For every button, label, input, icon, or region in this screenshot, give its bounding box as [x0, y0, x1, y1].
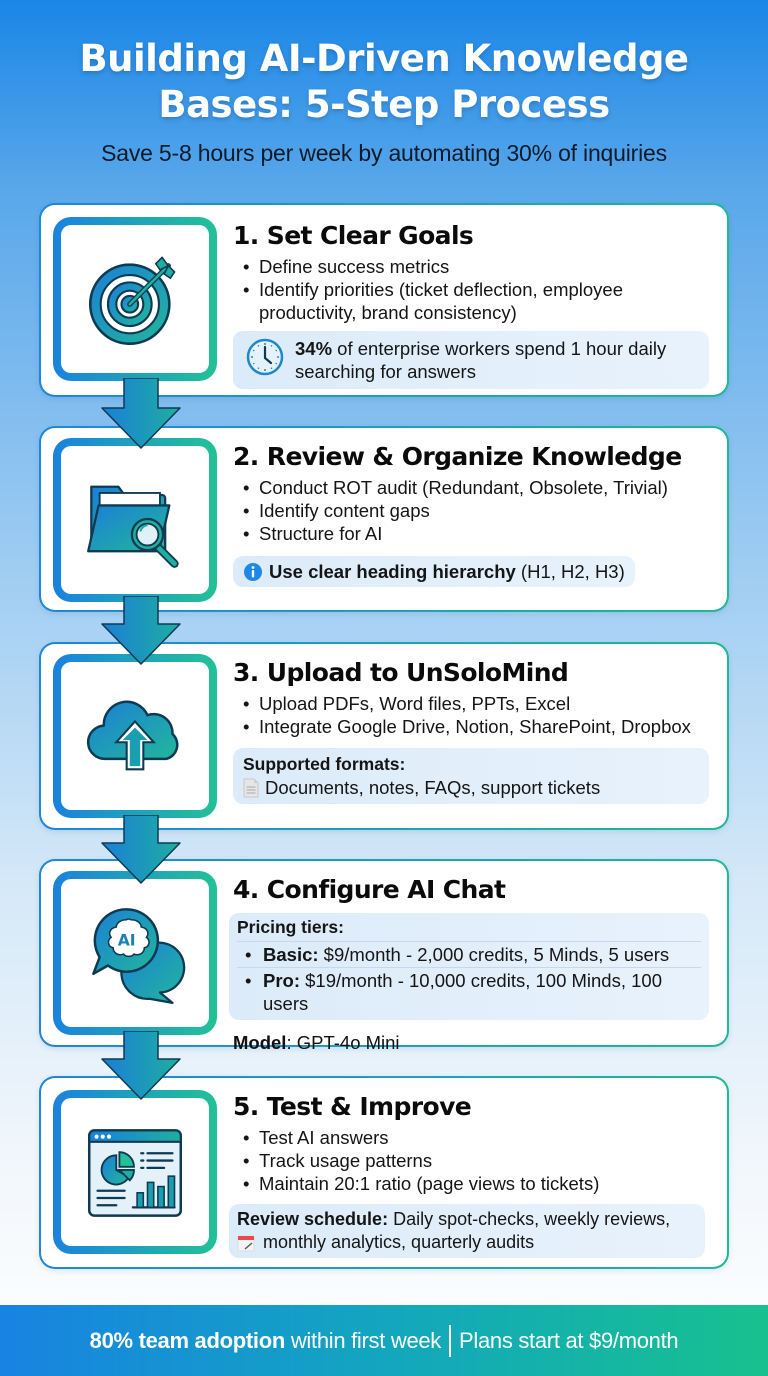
review-line-1: Review schedule: Daily spot-checks, week…: [237, 1208, 697, 1231]
review-text-1: Daily spot-checks, weekly reviews,: [388, 1209, 671, 1229]
footer-bold: 80% team adoption: [89, 1327, 286, 1353]
step-card-4: AI 4. Configure AI Chat Pricing tiers: B…: [39, 859, 729, 1053]
footer-divider: [449, 1324, 452, 1357]
cloud-upload-icon: [86, 700, 179, 771]
stat-text: 34% of enterprise workers spend 1 hour d…: [295, 337, 697, 383]
document-icon: [243, 778, 259, 797]
folder-search-icon: [87, 485, 179, 568]
bullet-item: Integrate Google Drive, Notion, SharePoi…: [233, 715, 709, 738]
tier-detail: $9/month - 2,000 credits, 5 Minds, 5 use…: [318, 944, 670, 965]
formats-callout: Supported formats: Documents, notes, FAQ…: [233, 748, 709, 804]
step-card-1: 1. Set Clear Goals Define success metric…: [39, 203, 729, 397]
flow-arrow-3-4: [101, 815, 181, 884]
step-title: 2. Review & Organize Knowledge: [233, 442, 682, 471]
ai-chat-icon: AI: [92, 908, 186, 1005]
tip-suffix: (H1, H2, H3): [515, 561, 625, 582]
svg-text:AI: AI: [118, 932, 136, 950]
stat-description: of enterprise workers spend 1 hour daily…: [295, 338, 667, 382]
stat-callout: 34% of enterprise workers spend 1 hour d…: [233, 331, 709, 389]
step-title: 5. Test & Improve: [233, 1092, 472, 1121]
model-value: : GPT-4o Mini: [286, 1032, 400, 1053]
step-3-icon-box: [53, 654, 217, 818]
bullet-item: Define success metrics: [233, 255, 709, 278]
review-line-2: monthly analytics, quarterly audits: [237, 1231, 697, 1254]
footer-stat: 80% team adoption within first week: [89, 1327, 442, 1354]
step-3-bullets: Upload PDFs, Word files, PPTs, Excel Int…: [233, 692, 709, 738]
bullet-item: Structure for AI: [233, 522, 709, 545]
flow-arrow-2-3: [101, 596, 181, 665]
clock-icon: [246, 338, 284, 376]
step-1-bullets: Define success metrics Identify prioriti…: [233, 255, 709, 324]
pricing-tier-basic: Basic: $9/month - 2,000 credits, 5 Minds…: [237, 941, 701, 967]
footer-pricing: Plans start at $9/month: [459, 1327, 679, 1353]
tier-name: Pro:: [263, 970, 300, 991]
pricing-callout: Pricing tiers: Basic: $9/month - 2,000 c…: [229, 913, 709, 1020]
bullet-item: Test AI answers: [233, 1126, 709, 1149]
tier-name: Basic:: [263, 944, 319, 965]
header: Building AI-Driven Knowledge Bases: 5-St…: [0, 36, 768, 167]
title-line-2: Bases: 5-Step Process: [158, 83, 610, 126]
review-label: Review schedule:: [237, 1209, 389, 1229]
bullet-item: Track usage patterns: [233, 1149, 709, 1172]
step-title: 1. Set Clear Goals: [233, 221, 474, 250]
bullet-item: Upload PDFs, Word files, PPTs, Excel: [233, 692, 709, 715]
analytics-dashboard-icon: [87, 1129, 183, 1217]
tip-bold: Use clear heading hierarchy: [269, 561, 516, 582]
pricing-label: Pricing tiers:: [237, 917, 344, 937]
step-5-icon-box: [53, 1090, 217, 1254]
tip-callout: Use clear heading hierarchy (H1, H2, H3): [233, 556, 635, 587]
step-card-2: 2. Review & Organize Knowledge Conduct R…: [39, 426, 729, 612]
review-text-2: monthly analytics, quarterly audits: [263, 1232, 535, 1252]
step-1-icon-box: [53, 217, 217, 381]
bullet-item: Identify content gaps: [233, 499, 709, 522]
model-line: Model: GPT-4o Mini: [233, 1032, 709, 1054]
bullet-item: Conduct ROT audit (Redundant, Obsolete, …: [233, 476, 709, 499]
flow-arrow-4-5: [101, 1031, 181, 1100]
tip-text: Use clear heading hierarchy (H1, H2, H3): [269, 560, 625, 583]
step-5-bullets: Test AI answers Track usage patterns Mai…: [233, 1126, 709, 1195]
formats-row: Documents, notes, FAQs, support tickets: [243, 776, 699, 799]
stat-value: 34%: [295, 338, 333, 359]
step-2-bullets: Conduct ROT audit (Redundant, Obsolete, …: [233, 476, 709, 545]
review-schedule-callout: Review schedule: Daily spot-checks, week…: [229, 1204, 705, 1258]
calendar-icon: [237, 1235, 255, 1251]
footer-text-1: within first week: [285, 1327, 442, 1353]
target-arrow-icon: [88, 256, 176, 346]
page-title: Building AI-Driven Knowledge Bases: 5-St…: [0, 36, 768, 128]
step-4-icon-box: AI: [53, 871, 217, 1035]
flow-arrow-1-2: [101, 378, 181, 449]
bullet-item: Identify priorities (ticket deflection, …: [233, 278, 709, 324]
formats-label: Supported formats:: [243, 754, 406, 774]
pricing-tier-pro: Pro: $19/month - 10,000 credits, 100 Min…: [237, 967, 701, 1016]
subtitle: Save 5-8 hours per week by automating 30…: [101, 140, 667, 166]
step-card-3: 3. Upload to UnSoloMind Upload PDFs, Wor…: [39, 642, 729, 830]
step-title: 3. Upload to UnSoloMind: [233, 658, 569, 687]
model-label: Model: [233, 1032, 287, 1053]
step-2-icon-box: [53, 438, 217, 602]
title-line-1: Building AI-Driven Knowledge: [79, 37, 689, 80]
bullet-item: Maintain 20:1 ratio (page views to ticke…: [233, 1172, 709, 1195]
step-card-5: 5. Test & Improve Test AI answers Track …: [39, 1076, 729, 1269]
footer-banner: 80% team adoption within first week Plan…: [0, 1305, 768, 1376]
info-icon: [244, 563, 262, 581]
step-title: 4. Configure AI Chat: [233, 875, 506, 904]
tier-detail: $19/month - 10,000 credits, 100 Minds, 1…: [263, 970, 662, 1014]
formats-list: Documents, notes, FAQs, support tickets: [265, 777, 601, 798]
